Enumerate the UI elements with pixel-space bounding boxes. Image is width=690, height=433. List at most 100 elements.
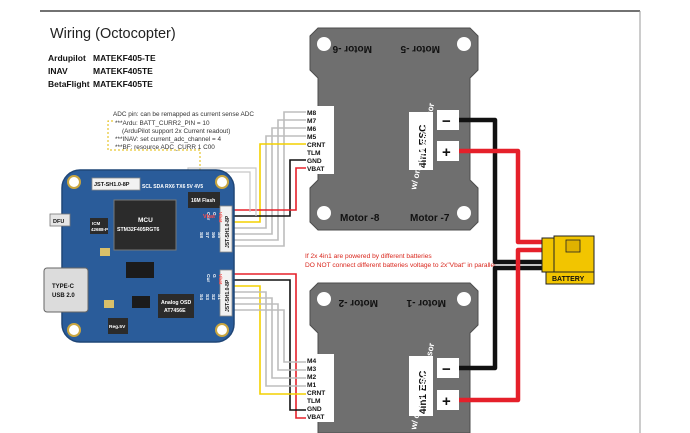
fc-imu-label-1: ICM — [92, 221, 101, 226]
esc-top-motor-5-label: Motor -5 — [400, 43, 440, 54]
wire-vbat-bottom — [232, 273, 306, 419]
esc-bottom-minus-sign: − — [442, 361, 451, 378]
fc-pin-label: S7 — [204, 232, 210, 238]
esc-top-hole — [457, 37, 471, 51]
fc-reg-chip — [108, 318, 128, 334]
esc-top-motor-6-label: Motor -6 — [332, 43, 372, 54]
esc-top-pin: GND — [307, 158, 322, 165]
fc-pin-label: G — [211, 274, 217, 278]
signal-wires-top — [232, 111, 306, 247]
wire-m2 — [232, 297, 306, 379]
fc-component — [132, 296, 150, 308]
adc-note-line-1: ***Ardu: BATT_CURR2_PIN = 10 — [115, 120, 210, 127]
wire-m6 — [232, 127, 306, 235]
warning-line-1: If 2x 4in1 are powered by different batt… — [305, 253, 432, 260]
fc-osd-model: AT7456E — [164, 308, 186, 314]
esc-top-pin: M6 — [307, 126, 316, 133]
fc-pin-label: S6 — [210, 232, 216, 238]
power-wires — [459, 117, 545, 403]
wire-gnd-top — [232, 159, 306, 217]
esc-top-body — [309, 27, 479, 231]
warning-note: If 2x 4in1 are powered by different batt… — [305, 253, 498, 269]
adc-note-heading: ADC pin: can be remapped as current sens… — [113, 111, 254, 118]
esc-top-label: 4in1 ESC — [418, 125, 429, 168]
battery-label: BATTERY — [552, 276, 585, 283]
esc-top-pin-labels: M8 M7 M6 M5 CRNT TLM GND VBAT — [307, 110, 325, 173]
adc-note-line-2: (ArduPilot support 2x Current readout) — [122, 128, 230, 135]
esc-top-pin: M7 — [307, 118, 316, 125]
firmware-table: Ardupilot MATEKF405-TE INAV MATEKF405TE … — [48, 53, 156, 89]
flight-controller: JST-SH1.0-8P SCL SDA RX6 TX6 5V 4V5 MCU … — [43, 169, 235, 343]
adc-note-line-3: ***INAV: set current_adc_channel = 4 — [115, 136, 221, 143]
esc-top-label-box — [409, 112, 433, 170]
fc-osd-label: Analog OSD — [161, 300, 192, 306]
fc-imu-chip — [90, 218, 108, 234]
esc-top-minus-pad — [437, 110, 459, 130]
fc-top-connector-label: JST-SH1.0-8P — [94, 182, 130, 188]
fc-right-connector-1-label: JST-SH1.0-8P — [225, 215, 231, 248]
wire-red-bottom — [459, 247, 545, 403]
adc-note: ADC pin: can be remapped as current sens… — [113, 111, 254, 151]
fc-right-connector-2 — [219, 269, 233, 317]
esc-top-pin: TLM — [307, 150, 321, 157]
fc-usb-port — [43, 267, 89, 313]
esc-bottom-minus-pad — [437, 358, 459, 378]
fc-pin-label: Vbat — [217, 212, 223, 223]
wire-m4 — [232, 309, 306, 363]
page-title: Wiring (Octocopter) — [50, 26, 176, 42]
esc-bottom-motor-1-label: Motor -1 — [406, 297, 446, 308]
wire-gnd-bottom — [232, 279, 306, 411]
fc-imu-label-2: 42688-P — [91, 227, 108, 232]
fc-pin-label: Vbat — [217, 274, 223, 285]
wire-m7 — [232, 119, 306, 241]
fc-right-pins-2: Vbat G Cur S1 S2 S3 S4 — [198, 274, 223, 300]
esc-bottom-pin: VBAT — [307, 414, 324, 421]
fc-mount-hole — [215, 175, 229, 189]
fc-pin-label: S5 — [216, 232, 222, 238]
fc-pin-label: Cur — [205, 274, 211, 282]
fc-dfu-button — [49, 213, 71, 227]
wire-crnt-bottom — [232, 285, 306, 395]
esc-top-hole — [317, 206, 331, 220]
esc-bottom-body — [309, 282, 479, 433]
firmware-name-inav: INAV — [48, 66, 68, 76]
esc-bottom-label-box — [409, 356, 433, 416]
fc-right-pins-1: Vbat G Cur S5 S6 S7 S8 — [198, 212, 223, 238]
fc-flash-label: 16M Flash — [191, 198, 215, 204]
esc-top-hole — [317, 37, 331, 51]
fc-pin-label: S1 — [216, 294, 222, 300]
battery-label-box — [545, 271, 595, 285]
esc-bottom-pin: GND — [307, 406, 322, 413]
fc-pin-label: G — [211, 212, 217, 216]
wire-red-top — [459, 148, 545, 245]
firmware-name-betaflight: BetaFlight — [48, 79, 90, 89]
esc-top-minus-sign: − — [442, 113, 451, 130]
esc-top-motor-7-label: Motor -7 — [410, 213, 450, 224]
fc-usb-label-2: USB 2.0 — [52, 293, 75, 299]
esc-bottom-pin-labels: M4 M3 M2 M1 CRNT TLM GND VBAT — [307, 358, 325, 421]
esc-top-pad-strip — [304, 106, 334, 174]
fc-right-connector-1 — [219, 205, 233, 253]
wire-m3 — [232, 303, 306, 371]
firmware-target-inav: MATEKF405TE — [93, 66, 153, 76]
esc-bottom-motor-2-label: Motor -2 — [338, 297, 378, 308]
fc-osd-chip — [158, 294, 194, 318]
wire-m8 — [232, 111, 306, 247]
adc-note-line-4: ***BF: resource ADC_CURR 1 C00 — [115, 144, 215, 151]
fc-pin-label: Cur — [205, 212, 211, 220]
fc-top-connector — [91, 177, 141, 191]
warning-line-2: DO NOT connect different batteries volta… — [305, 262, 498, 269]
fc-pin-label: S8 — [198, 232, 204, 238]
fc-top-pads-label: SCL SDA RX6 TX6 5V 4V5 — [142, 184, 203, 190]
fc-vbat-label: Vbat — [203, 214, 215, 220]
wire-m1 — [232, 291, 306, 387]
fc-flash-chip — [188, 192, 220, 208]
fc-component — [126, 262, 154, 278]
esc-bottom-pin: M2 — [307, 374, 316, 381]
esc-bottom-pin: M4 — [307, 358, 316, 365]
firmware-name-ardupilot: Ardupilot — [48, 53, 86, 63]
fc-reg-label: Reg.5V — [109, 324, 126, 330]
fc-component — [100, 248, 110, 256]
signal-wires-bottom — [232, 273, 306, 419]
